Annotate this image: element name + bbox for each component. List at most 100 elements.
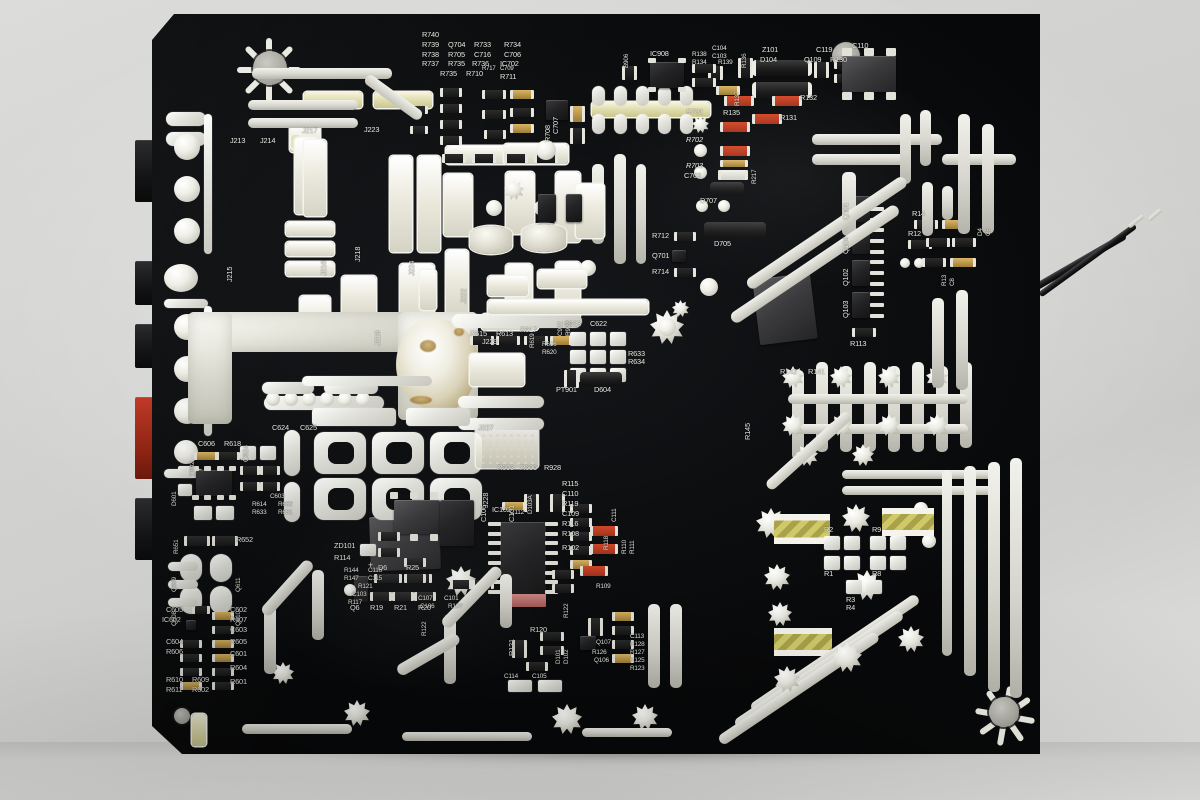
sk-j213: J213: [230, 136, 246, 145]
sk-d707: D707: [700, 196, 717, 205]
sk-r735: R735: [440, 69, 457, 78]
sk-q104: Q104: [841, 236, 850, 254]
sk-r1: R1: [824, 569, 834, 578]
sk-r115: R115: [562, 479, 579, 488]
sk-r125: R125: [630, 657, 645, 664]
sk-r25: R25: [406, 563, 419, 572]
fuse-r135: [724, 96, 754, 106]
sk-r9: R9: [872, 525, 882, 534]
sk-r14: R14: [912, 209, 925, 218]
sk-r619: R619: [529, 333, 536, 348]
sk-r737: R737: [422, 59, 439, 68]
sk-r111: R111: [629, 540, 636, 554]
sk-ic908: IC908: [650, 49, 669, 58]
sk-r611: R611: [166, 685, 183, 694]
sk-j214: J214: [260, 136, 276, 145]
sk-r929: R929: [565, 321, 572, 336]
sk-r618: R618: [224, 439, 241, 448]
sk-r142: R142: [780, 367, 797, 376]
sk-pt901: PT901: [556, 385, 577, 394]
sk-r633: R633: [628, 349, 645, 358]
sk-c105: C105: [532, 673, 547, 680]
sk-q701: Q701: [652, 251, 670, 260]
sk-r615: R615: [470, 329, 487, 338]
sk-r117: R117: [348, 599, 363, 606]
sk-r604: R604: [230, 663, 247, 672]
sk-r705: R705: [448, 50, 465, 59]
sk-polarity-plus: +: [368, 560, 374, 570]
sk-c625: C625: [300, 423, 317, 432]
sk-c115: C115: [368, 575, 383, 582]
sk-r740: R740: [422, 30, 439, 39]
sk-d4: D4: [977, 228, 984, 236]
fuse-r131: [752, 114, 782, 124]
sk-r8: R8: [872, 569, 882, 578]
sk-r131: R131: [780, 113, 797, 122]
sk-r109: R109: [596, 583, 611, 590]
sk-r107: R107: [448, 603, 463, 610]
sk-r603: R603: [497, 463, 514, 472]
sk-r118: R118: [603, 535, 610, 550]
sk-j224: J224: [407, 260, 416, 276]
sk-r602: R602: [192, 685, 209, 694]
sk-q103: Q103: [841, 300, 850, 318]
sk-ic702: IC702: [500, 59, 519, 68]
sk-r139: R139: [718, 59, 733, 66]
sk-r116: R116: [562, 519, 579, 528]
sk-q704: Q704: [448, 40, 466, 49]
sk-c623: C623: [564, 319, 581, 328]
sk-r145: R145: [743, 423, 752, 440]
sk-ic102: IC102: [492, 505, 511, 514]
connector-4-red[interactable]: [135, 397, 157, 479]
sk-r606: R606: [166, 647, 183, 656]
sk-r121b: R121: [358, 583, 373, 590]
sk-r144: R144: [344, 567, 359, 574]
sk-d102: D102: [563, 649, 570, 664]
sk-q6: Q6: [350, 603, 360, 612]
sk-c107: C107: [418, 595, 433, 602]
sk-j218: J218: [353, 246, 362, 262]
sk-r734: R734: [504, 40, 521, 49]
sk-d103a: D103A: [527, 495, 534, 514]
connector-3[interactable]: [135, 324, 157, 368]
sk-r739: R739: [422, 40, 439, 49]
sk-c6: C6: [985, 228, 992, 236]
sk-q107: Q107: [596, 639, 611, 646]
sk-r121c: R121: [507, 639, 516, 656]
sk-r620: R620: [542, 349, 557, 356]
sk-r613: R613: [496, 329, 513, 338]
sk-r652: R652: [236, 535, 253, 544]
sk-r632: R632: [278, 501, 293, 508]
sk-r126: R126: [592, 649, 607, 656]
sk-r714: R714: [652, 267, 669, 276]
sk-c116: C116: [368, 567, 383, 574]
sk-r617: R617: [520, 325, 537, 334]
sk-r738: R738: [422, 50, 439, 59]
connector-1[interactable]: [135, 140, 157, 202]
sk-q608: Q608: [171, 611, 178, 626]
sk-r601: R601: [230, 677, 247, 686]
sk-c101b: C101: [444, 595, 459, 602]
sk-c707: C707: [551, 117, 560, 134]
sk-c602: C602: [230, 605, 247, 614]
sk-r736: R736: [472, 59, 489, 68]
sk-r607: R607: [230, 615, 247, 624]
mounting-hole-bottom-left: [174, 708, 190, 724]
sk-j227: J227: [478, 423, 494, 432]
sk-c703: C703: [684, 171, 701, 180]
sk-c103b: C103: [352, 591, 367, 598]
sk-r717: R717: [482, 66, 496, 72]
sk-r147: R147: [344, 575, 359, 582]
sk-r735b: R735: [448, 59, 465, 68]
sk-c716: C716: [474, 50, 491, 59]
sk-c109: C109: [562, 509, 579, 518]
connector-2[interactable]: [135, 261, 157, 305]
sk-d604: D604: [594, 385, 611, 394]
sk-r701: R701: [686, 107, 703, 116]
connector-5[interactable]: [135, 498, 157, 560]
sk-c605: C605: [166, 605, 183, 614]
sk-c110b: C110: [562, 489, 579, 498]
sk-c8: C8: [949, 278, 956, 286]
sk-b906: B906: [623, 53, 630, 68]
sk-c602b: C602: [189, 461, 196, 476]
